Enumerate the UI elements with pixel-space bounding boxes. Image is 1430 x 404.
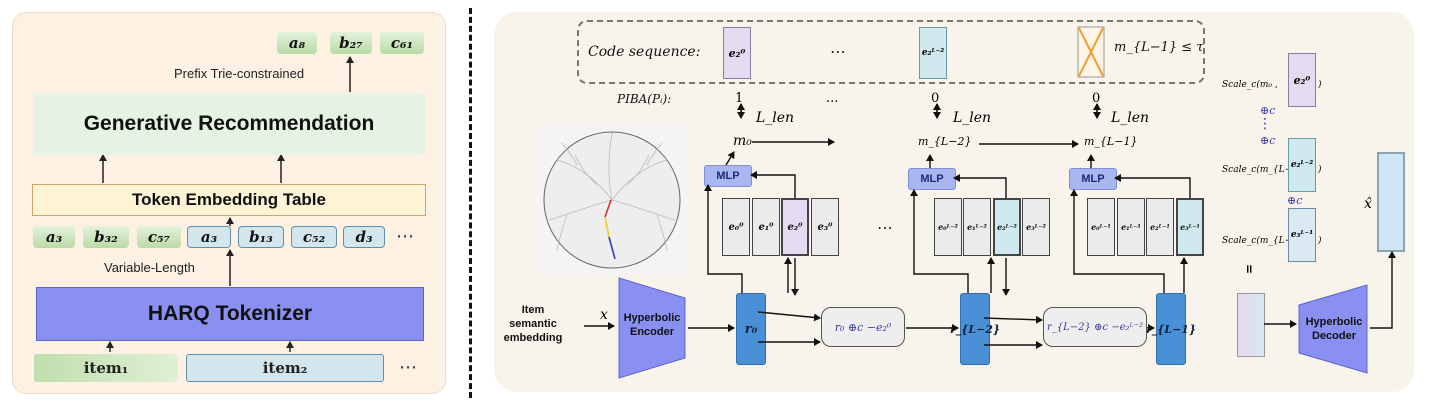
m-label-l1: m_{L−1}	[1084, 135, 1138, 148]
codebook0-cell-3: e₃⁰	[811, 198, 839, 256]
item-embedding-label: Item semantic embedding	[503, 304, 563, 344]
piba-value-l2: 0	[931, 91, 940, 106]
code-ellipsis: ⋯	[830, 42, 846, 61]
scale-term-0: Scale_c(m₀ ,	[1222, 80, 1278, 90]
code-e2-0: e₂⁰	[723, 27, 751, 79]
oplus-2: ⊕c	[1287, 194, 1303, 207]
l-len-1: L_len	[953, 110, 992, 126]
mlp-l2: MLP	[908, 168, 956, 190]
codebook-ellipsis: ⋯	[877, 218, 893, 237]
paren-l1: )	[1318, 236, 1322, 246]
reconstructed-output-box	[1377, 152, 1405, 252]
token-b13: b₁₃	[238, 226, 284, 248]
x-hat-label: x̂	[1364, 196, 1372, 212]
l-len-0: L_len	[756, 110, 795, 126]
paren-0: )	[1318, 80, 1322, 90]
item1-box: item₁	[34, 354, 178, 382]
scale-term-l1: Scale_c(m_{L−1} ,	[1222, 236, 1310, 246]
right-arrows	[584, 103, 1396, 349]
residual-l1: r_{L−1}	[1146, 293, 1196, 365]
variable-length-label: Variable-Length	[104, 260, 195, 275]
token-embedding-table: Token Embedding Table	[32, 184, 426, 216]
poincare-disk-image	[537, 125, 687, 275]
codebook-l2-cell-2: e₂ᴸ⁻²	[993, 198, 1021, 256]
vdots: ⋮	[1258, 116, 1272, 132]
paren-l2: )	[1318, 165, 1322, 175]
code-sequence-label: Code sequence:	[588, 44, 701, 60]
tokens-ellipsis: ⋯	[396, 226, 414, 247]
items-ellipsis: ⋯	[399, 357, 417, 378]
mlp-0: MLP	[704, 165, 752, 187]
latent-vector-box	[1237, 293, 1265, 357]
prefix-trie-label: Prefix Trie-constrained	[174, 66, 305, 81]
panel-divider	[469, 8, 472, 398]
generative-recommendation-box: Generative Recommendation	[33, 93, 425, 155]
output-token-b: b₂₇	[330, 32, 372, 54]
scale-term-l2: Scale_c(m_{L−2} ,	[1222, 165, 1310, 175]
residual-l2: r_{L−2}	[950, 293, 1000, 365]
codebook0-cell-0: e₀⁰	[722, 198, 750, 256]
codebook-l2-cell-1: e₁ᴸ⁻²	[963, 198, 991, 256]
residual-0: r₀	[736, 293, 766, 365]
piba-value-ellipsis: ...	[826, 91, 839, 106]
oplus-1: ⊕c	[1260, 134, 1276, 147]
piba-value-l1: 0	[1092, 91, 1101, 106]
codebook0-cell-1: e₁⁰	[752, 198, 780, 256]
scale-code-0: e₂⁰	[1288, 53, 1316, 107]
m-label-0: m₀	[733, 133, 752, 149]
codebook-l1-cell-2: e₂ᴸ⁻¹	[1146, 198, 1174, 256]
codebook-l2-cell-0: e₀ᴸ⁻²	[934, 198, 962, 256]
scale-code-l1: e₃ᴸ⁻¹	[1288, 208, 1316, 262]
hyperbolic-encoder-shape	[618, 277, 686, 379]
threshold-condition: m_{L−1} ≤ τ	[1114, 40, 1204, 55]
m-label-l2: m_{L−2}	[918, 135, 972, 148]
item2-box: item₂	[186, 354, 384, 382]
token-a3-b: a₃	[187, 226, 231, 248]
codebook-l1-cell-0: e₀ᴸ⁻¹	[1087, 198, 1115, 256]
output-token-c: c₆₁	[380, 32, 424, 54]
codebook0-cell-2: e₂⁰	[781, 198, 809, 256]
crossed-code-icon	[1077, 26, 1105, 78]
hyperbolic-sub-op-0: r₀ ⊕c −e₂⁰	[821, 307, 905, 347]
harq-tokenizer-box: HARQ Tokenizer	[36, 287, 424, 341]
piba-label: PIBA(Pᵢ):	[617, 92, 672, 106]
codebook-l1-cell-3: e₃ᴸ⁻¹	[1176, 198, 1204, 256]
oplus-0: ⊕c	[1260, 104, 1276, 117]
x-label: x	[600, 307, 608, 323]
hyperbolic-encoder-label: Hyperbolic Encoder	[623, 312, 681, 338]
piba-value-0: 1	[735, 91, 744, 106]
code-e2-l2: e₂ᴸ⁻²	[919, 27, 947, 79]
l-len-2: L_len	[1111, 110, 1150, 126]
token-b32: b₃₂	[83, 226, 129, 248]
codebook-l2-cell-3: e₃ᴸ⁻²	[1022, 198, 1050, 256]
code-sequence-box	[577, 20, 1205, 84]
scale-code-l2: e₂ᴸ⁻²	[1288, 138, 1316, 192]
hyperbolic-sub-op-l2: r_{L−2} ⊕c −e₂ᴸ⁻²	[1043, 307, 1147, 347]
hyperbolic-decoder-label: Hyperbolic Decoder	[1305, 316, 1363, 342]
token-d3: d₃	[343, 226, 385, 248]
left-arrows	[99, 56, 354, 352]
output-token-a: a₈	[277, 32, 317, 54]
token-c57: c₅₇	[137, 226, 181, 248]
codebook-l1-cell-1: e₁ᴸ⁻¹	[1117, 198, 1145, 256]
token-c52: c₅₂	[291, 226, 337, 248]
hyperbolic-decoder-shape	[1298, 284, 1368, 374]
token-a3: a₃	[33, 226, 75, 248]
